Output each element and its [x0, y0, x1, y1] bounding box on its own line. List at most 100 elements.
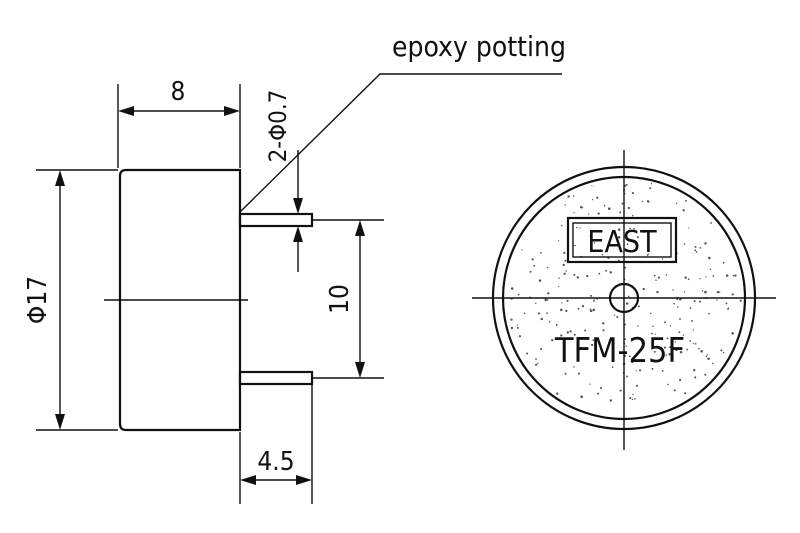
stipple-dot [704, 242, 707, 245]
stipple-dot [516, 324, 519, 326]
stipple-dot [609, 399, 612, 402]
model-label: TFM-25F [554, 331, 685, 371]
stipple-dot [589, 309, 593, 313]
stipple-dot [546, 266, 549, 269]
stipple-dot [576, 226, 578, 229]
stipple-dot [653, 350, 656, 353]
stipple-dot [722, 261, 725, 264]
stipple-dot [725, 302, 728, 305]
stipple-dot [688, 227, 690, 229]
stipple-dot [600, 387, 602, 389]
epoxy-leader-line [239, 73, 562, 213]
stipple-dot [650, 312, 652, 315]
stipple-dot [665, 274, 668, 276]
stipple-dot [560, 334, 563, 337]
stipple-dot [569, 330, 572, 333]
stipple-dot [649, 187, 652, 190]
stipple-dot [692, 342, 694, 345]
stipple-dot [674, 341, 676, 343]
stipple-dot [621, 202, 624, 205]
stipple-dot [540, 252, 542, 254]
stipple-dot [720, 349, 723, 352]
stipple-dot [560, 308, 563, 312]
stipple-dot [708, 312, 710, 315]
stipple-dot [591, 198, 594, 201]
stipple-dot [629, 397, 632, 400]
stipple-dot [540, 347, 543, 351]
stipple-dot [690, 319, 693, 322]
stipple-dot [564, 259, 567, 262]
stipple-dot [564, 372, 567, 375]
stipple-dot [716, 299, 718, 301]
stipple-dot [551, 339, 554, 342]
stipple-dot [684, 392, 687, 395]
stipple-dot [617, 236, 621, 239]
stipple-dot [631, 398, 634, 401]
stipple-dot [628, 355, 631, 358]
stipple-dot [556, 392, 559, 395]
stipple-dot [693, 369, 696, 372]
stipple-dot [572, 195, 575, 197]
stipple-dot [639, 369, 642, 372]
stipple-dot [601, 322, 605, 325]
stipple-dot [592, 339, 595, 342]
stipple-dot [563, 272, 566, 275]
stipple-dot [686, 348, 689, 351]
stipple-dot [593, 242, 596, 244]
stipple-dot [692, 329, 695, 331]
stipple-dot [665, 354, 667, 356]
stipple-dot [679, 317, 681, 320]
stipple-dot [695, 251, 698, 253]
stipple-dot [647, 253, 649, 256]
stipple-dot [558, 240, 560, 242]
buzzer-body-side [118, 168, 242, 432]
label-pin-length: 4.5 [257, 447, 294, 477]
stipple-dot [560, 224, 563, 227]
stipple-dot [682, 334, 684, 336]
stipple-dot [669, 325, 672, 327]
stipple-dot [627, 206, 630, 210]
stipple-dot [596, 196, 599, 199]
stipple-dot [698, 347, 700, 350]
stipple-dot [627, 295, 630, 298]
stipple-dot [589, 308, 591, 310]
stipple-dot [706, 354, 709, 356]
stipple-dot [675, 348, 678, 351]
stipple-dot [565, 309, 568, 313]
stipple-dot [591, 185, 593, 187]
stipple-dot [510, 287, 514, 290]
stipple-dot [699, 300, 702, 303]
stipple-dot [611, 366, 614, 368]
stipple-dot [661, 258, 664, 260]
stipple-dot [624, 338, 627, 341]
arrow-dia-bottom [55, 414, 65, 430]
stipple-dot [700, 350, 703, 353]
stipple-dot [722, 351, 725, 354]
stipple-dot [573, 211, 575, 214]
stipple-dot [732, 275, 735, 277]
stipple-dot [566, 299, 569, 302]
stipple-dot [716, 290, 720, 294]
arrow-spacing-bottom [355, 362, 365, 378]
stipple-dot [631, 361, 634, 364]
stipple-dot [650, 183, 653, 185]
stipple-dot [510, 326, 514, 330]
stipple-dot [635, 370, 637, 372]
stipple-dot [634, 398, 636, 400]
stipple-dot [731, 293, 734, 296]
stipple-dot [712, 275, 715, 277]
stipple-dot [576, 276, 579, 279]
stipple-dot [725, 274, 729, 277]
arrow-pinlen-right [296, 475, 312, 485]
stipple-dot [678, 331, 681, 334]
stipple-dot [617, 228, 621, 231]
stipple-dot [633, 227, 635, 230]
stipple-dot [579, 206, 583, 209]
stipple-dot [609, 271, 612, 274]
stipple-dot [683, 291, 686, 293]
stipple-dot [657, 276, 661, 279]
stipple-dot [589, 383, 591, 385]
stipple-dot [654, 274, 656, 277]
label-width: 8 [171, 77, 186, 107]
stipple-dot [636, 236, 639, 239]
